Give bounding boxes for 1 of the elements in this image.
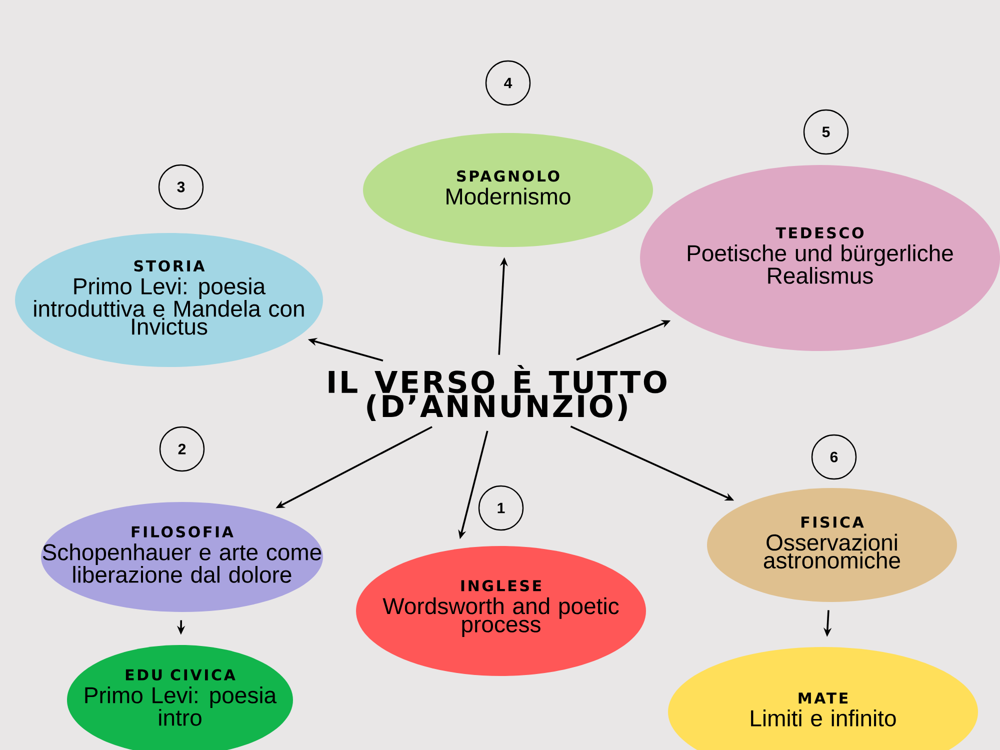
title-text: IL VERSO È TUTTO (D’ANNUNZIO): [328, 365, 666, 421]
